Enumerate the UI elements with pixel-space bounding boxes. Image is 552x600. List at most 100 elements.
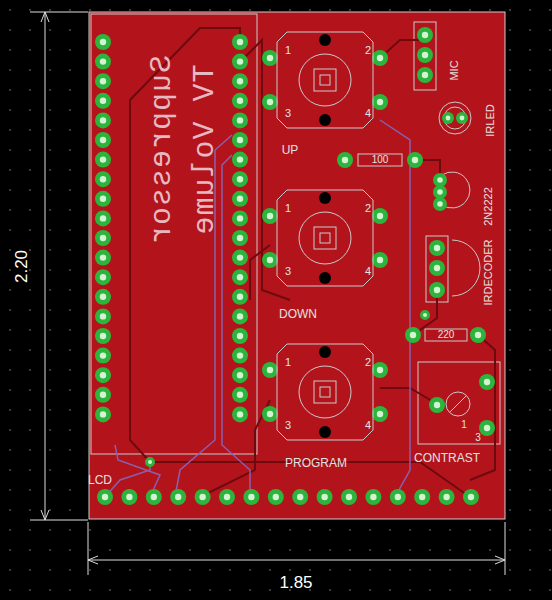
pad — [262, 50, 278, 66]
pad — [232, 191, 248, 207]
pin-number: 1 — [461, 420, 467, 430]
part-label: 2N2222 — [482, 187, 493, 226]
pad-hole — [370, 494, 376, 500]
pad — [433, 173, 447, 187]
pad — [433, 185, 447, 199]
pad-hole — [443, 494, 449, 500]
pad — [95, 289, 111, 305]
pad-hole — [237, 411, 243, 417]
pad — [95, 308, 111, 324]
part-label: LCD — [88, 474, 112, 486]
board-outline — [89, 12, 505, 519]
pad-hole — [267, 55, 273, 61]
pad-hole — [100, 294, 106, 300]
pad — [95, 93, 111, 109]
pad — [232, 132, 248, 148]
pad-hole — [422, 32, 428, 38]
pad — [390, 489, 406, 505]
pad — [232, 348, 248, 364]
pad-hole — [412, 157, 418, 163]
pad-hole — [100, 39, 106, 45]
pad-hole — [151, 494, 157, 500]
switch-button — [299, 366, 351, 418]
pad-hole — [377, 411, 383, 417]
pad-hole — [267, 213, 273, 219]
pin-number: 4 — [365, 108, 371, 119]
pad-hole — [224, 494, 230, 500]
pad-hole — [237, 156, 243, 162]
pin-number: 4 — [365, 420, 371, 431]
pad — [95, 348, 111, 364]
pad — [372, 252, 388, 268]
pin-number: 3 — [475, 433, 481, 443]
silkscreen — [91, 14, 500, 454]
pad — [95, 250, 111, 266]
pad — [232, 152, 248, 168]
pad — [232, 93, 248, 109]
pad — [232, 250, 248, 266]
pad — [429, 240, 445, 256]
pad — [405, 327, 421, 343]
pad — [372, 406, 388, 422]
pad — [95, 191, 111, 207]
part-label: IRDECODER — [482, 239, 493, 305]
pad — [232, 367, 248, 383]
switch-cap — [320, 233, 330, 243]
pad-hole — [237, 215, 243, 221]
pad — [232, 308, 248, 324]
part-label: IRLED — [485, 104, 496, 136]
pad-hole — [437, 177, 443, 183]
bottom-silk-text: Suppressor — [147, 55, 177, 245]
pad-hole — [100, 352, 106, 358]
switch-cap — [320, 387, 330, 397]
pad-hole — [297, 494, 303, 500]
pad — [219, 489, 235, 505]
pad — [479, 420, 495, 436]
pad — [95, 54, 111, 70]
pad-hole — [342, 157, 348, 163]
pad-hole — [237, 392, 243, 398]
switch-outline — [277, 344, 373, 440]
dimension-lines — [30, 12, 505, 575]
pad — [372, 50, 388, 66]
pad — [95, 367, 111, 383]
dimension: 1.85 — [279, 574, 312, 591]
pad — [232, 34, 248, 50]
pad — [341, 489, 357, 505]
pad — [456, 112, 468, 124]
pad — [232, 171, 248, 187]
pad-hole — [346, 494, 352, 500]
pad-hole — [422, 52, 428, 58]
pad — [470, 327, 486, 343]
pad — [429, 282, 445, 298]
switch-cap — [314, 227, 336, 249]
pad-hole — [148, 460, 152, 464]
pad-hole — [237, 352, 243, 358]
pad — [95, 171, 111, 187]
pad-hole — [100, 372, 106, 378]
pin-number: 3 — [285, 420, 291, 431]
pad-hole — [237, 39, 243, 45]
switch-button — [299, 54, 351, 106]
pad-hole — [423, 313, 427, 317]
pad — [262, 406, 278, 422]
pin-number: 2 — [365, 45, 371, 56]
pads — [95, 27, 495, 505]
pad — [95, 210, 111, 226]
mount-hole — [319, 34, 331, 46]
pad-hole — [237, 313, 243, 319]
pad — [317, 489, 333, 505]
pad — [365, 489, 381, 505]
pad-hole — [100, 313, 106, 319]
pad — [170, 489, 186, 505]
pad-hole — [100, 392, 106, 398]
pad — [232, 73, 248, 89]
pad-hole — [267, 99, 273, 105]
pad — [407, 152, 423, 168]
dimension: 2.20 — [14, 249, 31, 282]
pin-number: 4 — [365, 266, 371, 277]
pad — [292, 489, 308, 505]
pad-hole — [422, 72, 428, 78]
part-label: MIC — [448, 60, 459, 80]
